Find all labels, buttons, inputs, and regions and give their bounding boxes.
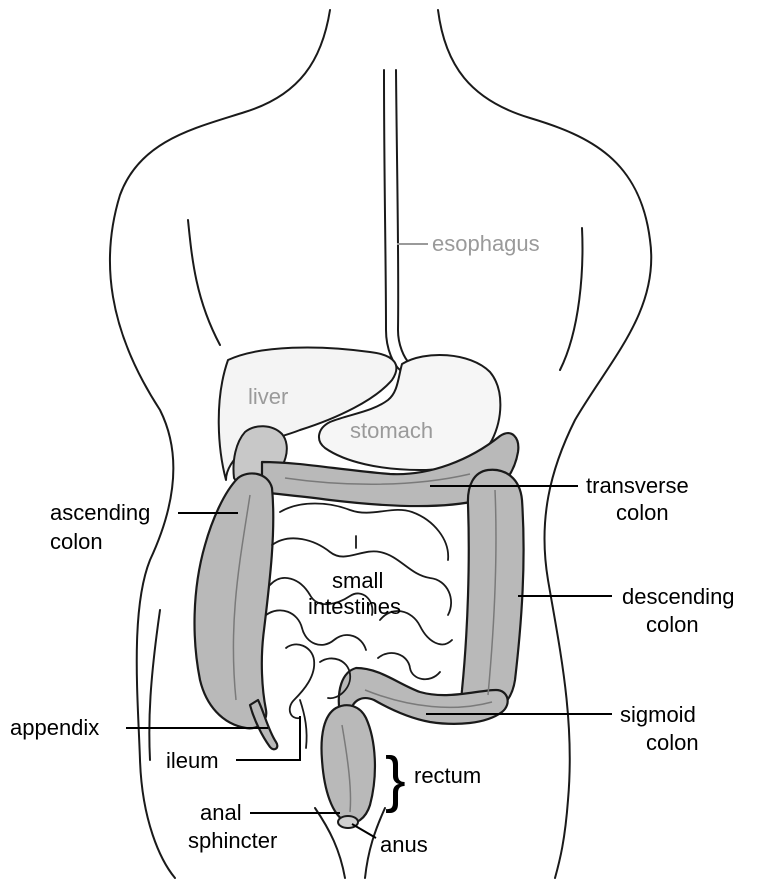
anus-leader <box>352 824 376 838</box>
label-descending-colon-line1: descending <box>622 584 735 609</box>
label-ascending-colon-line1: ascending <box>50 500 150 525</box>
ascending-colon-shape <box>195 473 274 728</box>
esophagus <box>384 70 410 370</box>
label-anal-sphincter-line2: sphincter <box>188 828 277 853</box>
label-descending-colon-line2: colon <box>646 612 699 637</box>
label-transverse-colon-line1: transverse <box>586 473 689 498</box>
label-transverse-colon-line2: colon <box>616 500 669 525</box>
label-anal-sphincter-line1: anal <box>200 800 242 825</box>
label-ascending-colon-line2: colon <box>50 529 103 554</box>
rectum-brace: } <box>385 745 406 814</box>
label-liver: liver <box>248 384 288 409</box>
label-sigmoid-colon-line1: sigmoid <box>620 702 696 727</box>
label-small-intestines-line1: small <box>332 568 383 593</box>
shoulder-crease-left <box>188 220 220 345</box>
lower-body-left <box>149 610 160 760</box>
label-anus: anus <box>380 832 428 857</box>
label-rectum: rectum <box>414 763 481 788</box>
label-appendix: appendix <box>10 715 99 740</box>
label-small-intestines-line2: intestines <box>308 594 401 619</box>
label-sigmoid-colon-line2: colon <box>646 730 699 755</box>
label-ileum: ileum <box>166 748 219 773</box>
descending-colon-shape <box>462 470 524 714</box>
label-stomach: stomach <box>350 418 433 443</box>
shoulder-crease-right <box>560 228 582 370</box>
label-esophagus: esophagus <box>432 231 540 256</box>
